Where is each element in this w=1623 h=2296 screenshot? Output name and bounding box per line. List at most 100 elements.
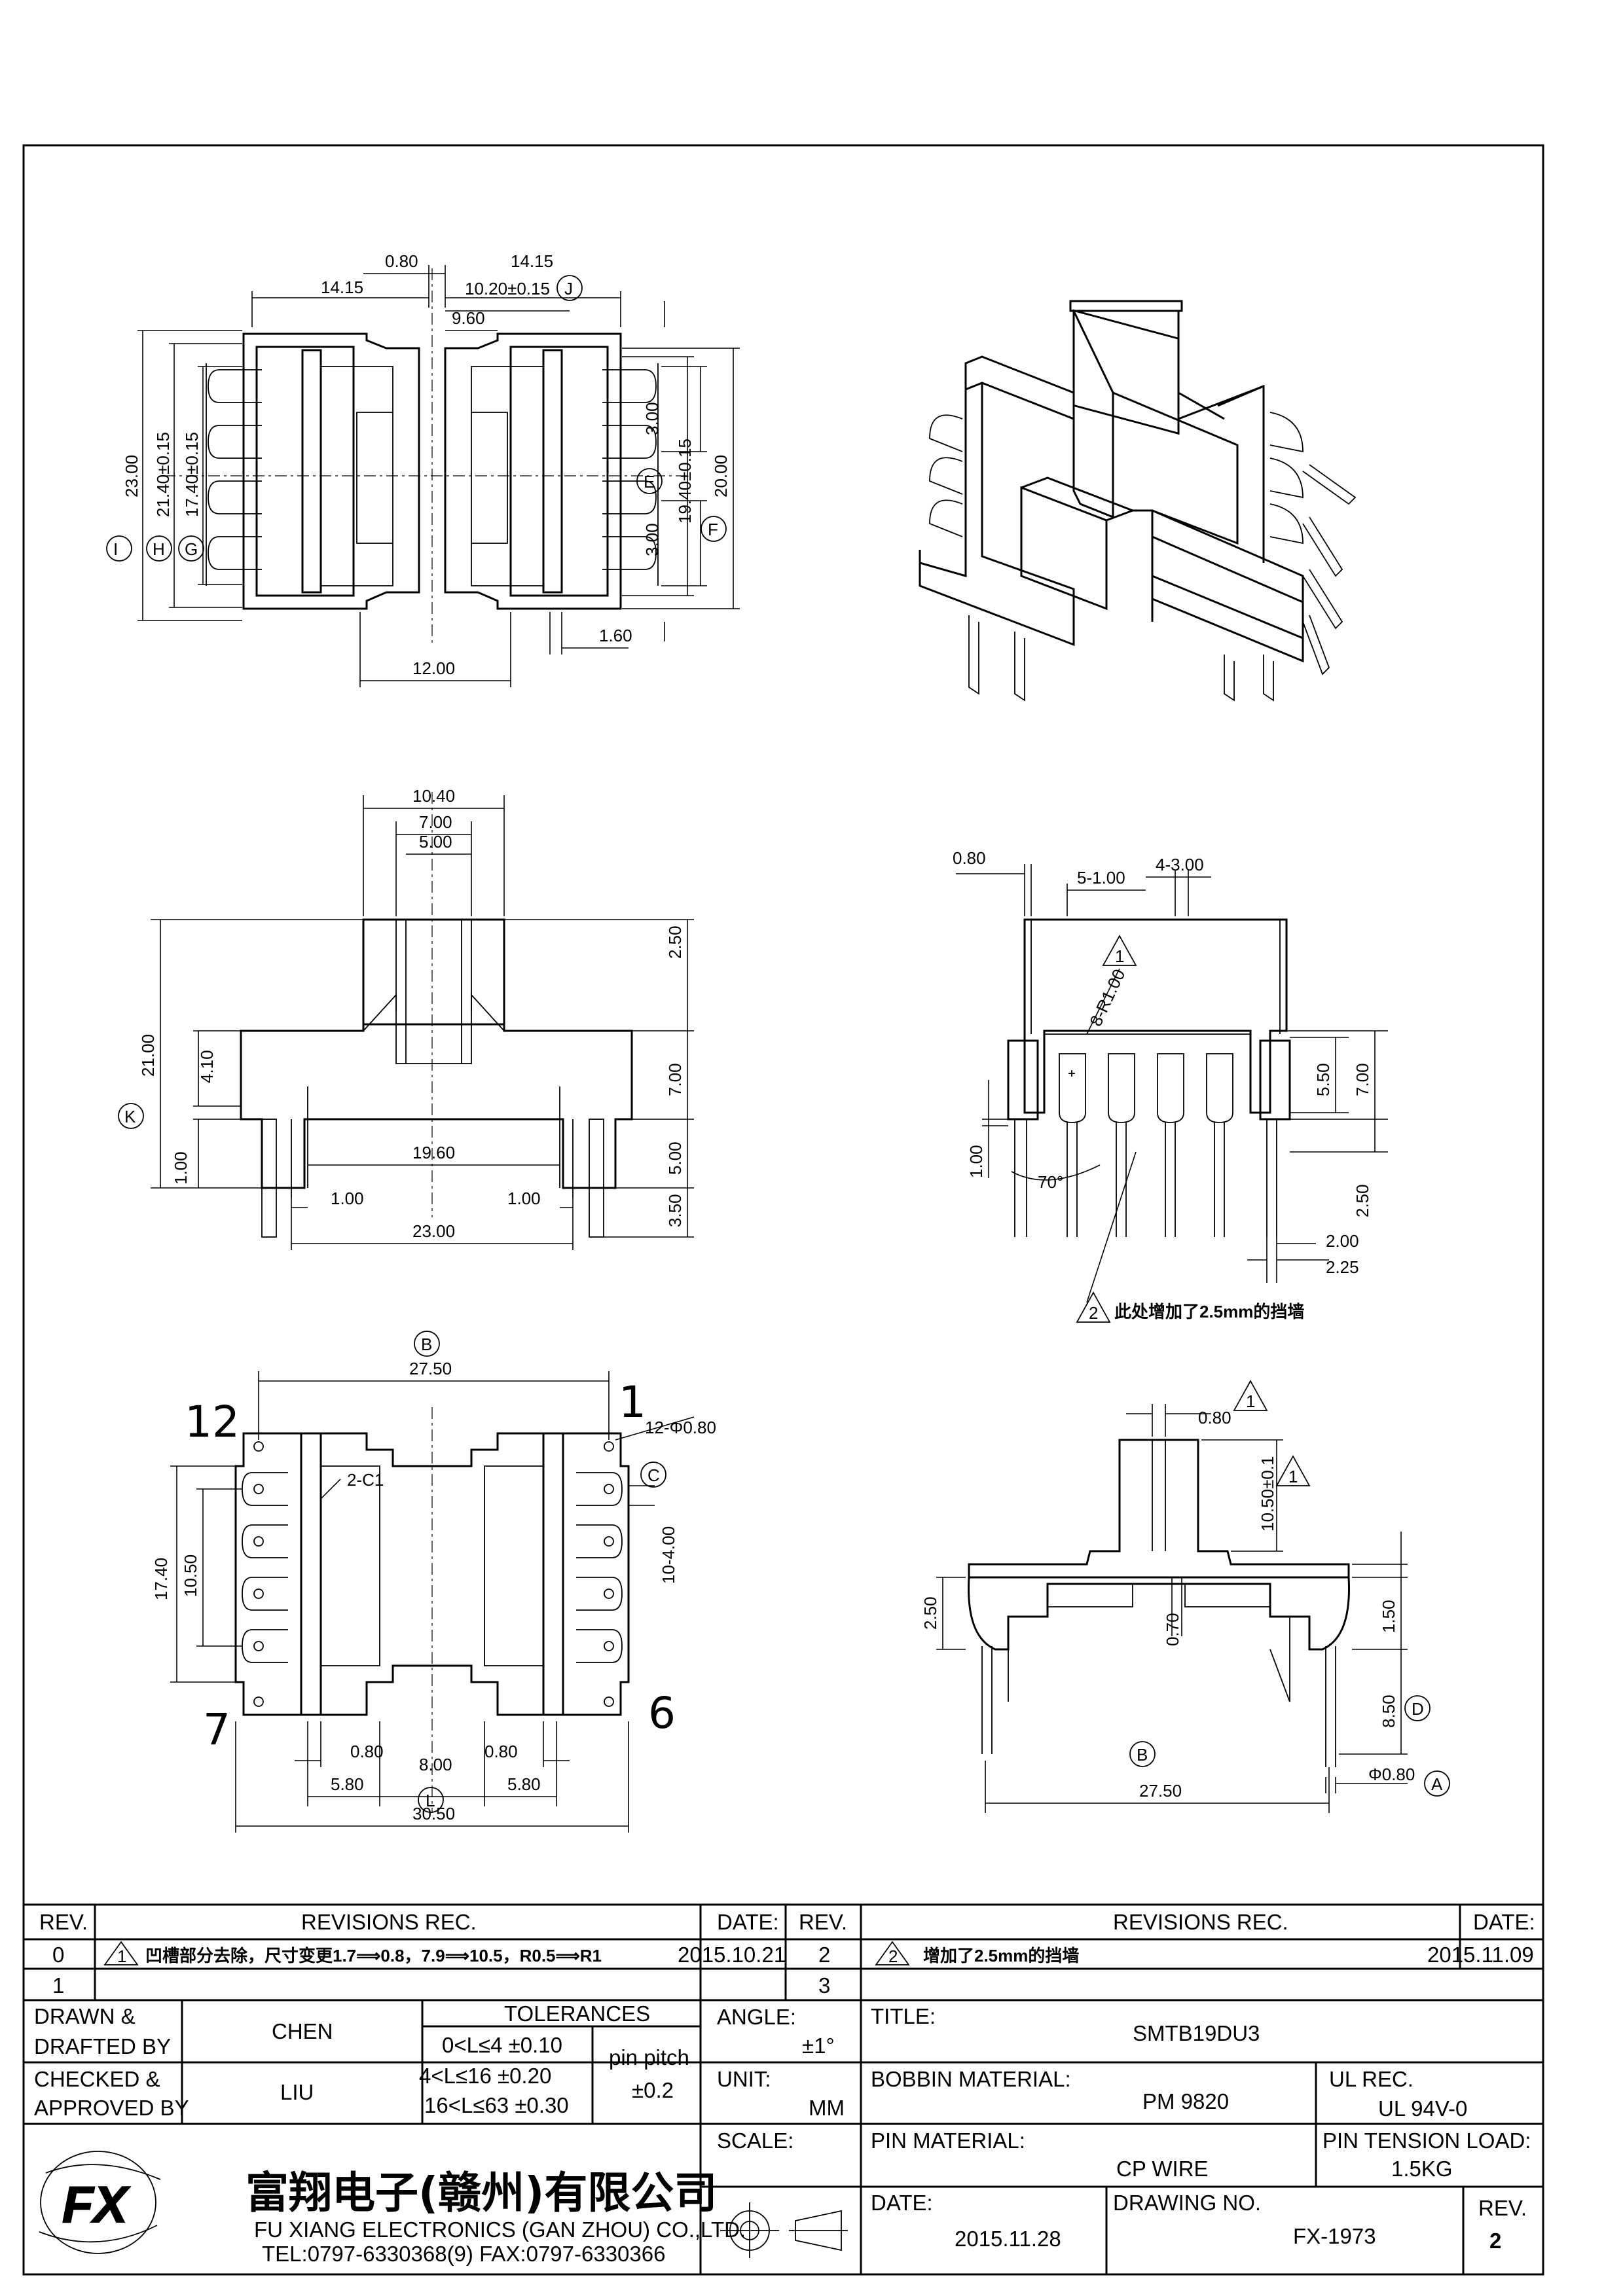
- dim-21.00: 21.00: [138, 1034, 158, 1077]
- dim-14.15-right: 14.15: [511, 251, 553, 271]
- rev-mark-1-section-b: 1: [1288, 1467, 1298, 1486]
- dim-0.80-top: 0.80: [385, 251, 418, 271]
- rev-mark-1-side: 1: [1115, 946, 1124, 966]
- title-block: REV. REVISIONS REC. DATE: REV. REVISIONS…: [24, 1903, 1543, 2274]
- tb-pin-pitch-label: pin pitch: [609, 2045, 689, 2070]
- dim-17.40: 17.40±0.15: [182, 432, 202, 517]
- dim-14.15-left: 14.15: [321, 278, 363, 297]
- tag-L: L: [426, 1791, 435, 1810]
- tb-tol1: 0<L≤4 ±0.10: [442, 2033, 562, 2057]
- dim-19.40: 19.40±0.15: [675, 439, 695, 524]
- dim-1.00-b: 1.00: [331, 1189, 364, 1208]
- dim-5.80-r: 5.80: [507, 1774, 541, 1794]
- tb-rev0-text: 凹槽部分去除，尺寸变更1.7⟹0.8，7.9⟹10.5，R0.5⟹R1: [145, 1946, 602, 1965]
- tb-scale-label: SCALE:: [717, 2128, 793, 2153]
- tag-B-bottom: B: [421, 1335, 432, 1354]
- pin-12: 12: [185, 1397, 240, 1447]
- tb-unit-value: MM: [809, 2096, 845, 2120]
- dim-17.40-bottom: 17.40: [151, 1558, 171, 1600]
- dim-10.40: 10.40: [412, 786, 455, 806]
- tag-G: G: [185, 539, 198, 559]
- company-logo: FX: [39, 2151, 161, 2254]
- dim-2.50-section: 2.50: [921, 1596, 940, 1630]
- tb-tolerances-label: TOLERANCES: [504, 2001, 650, 2026]
- dim-2.25: 2.25: [1326, 1257, 1359, 1277]
- dim-10-4.00: 10-4.00: [659, 1526, 678, 1584]
- dim-10.50-bottom: 10.50: [181, 1554, 200, 1597]
- dim-2-C1: 2-C1: [347, 1470, 384, 1490]
- dim-2.50-side: 2.50: [1353, 1184, 1372, 1217]
- dim-0.80-section: 0.80: [1198, 1408, 1231, 1427]
- tb-revisions-header-2: REVISIONS REC.: [1113, 1910, 1288, 1934]
- tb-date-label: DATE:: [871, 2191, 933, 2215]
- dim-phi0.80: Φ0.80: [1368, 1765, 1415, 1784]
- tag-A: A: [1431, 1774, 1443, 1794]
- tb-pin-pitch-value: ±0.2: [632, 2078, 674, 2102]
- tb-rev0-date: 2015.10.21: [678, 1943, 786, 1967]
- dim-2.00: 2.00: [1326, 1231, 1359, 1251]
- bottom-view: 27.50 12-Φ0.80 2-C1 17.40 10.50 10-4.00 …: [151, 1331, 716, 1833]
- company-name-cn: 富翔电子(赣州)有限公司: [246, 2168, 717, 2218]
- tb-checked-label-1: CHECKED &: [34, 2067, 160, 2091]
- tb-rev0: 0: [52, 1943, 64, 1967]
- tag-D: D: [1412, 1699, 1424, 1719]
- tag-J: J: [564, 279, 573, 298]
- dim-0.80-side: 0.80: [953, 848, 986, 868]
- tag-C: C: [647, 1465, 660, 1485]
- dim-27.50-bottom: 27.50: [409, 1359, 452, 1378]
- dim-7.00-side: 7.00: [1353, 1063, 1372, 1096]
- logo-text: FX: [62, 2176, 130, 2233]
- tb-drawn-label-1: DRAWN &: [34, 2004, 136, 2028]
- tb-date-header-2: DATE:: [1473, 1910, 1535, 1934]
- dim-21.40: 21.40±0.15: [153, 432, 173, 517]
- tb-rev0-mark: 1: [117, 1946, 126, 1966]
- company-tel-fax: TEL:0797-6330368(9) FAX:0797-6330366: [262, 2242, 665, 2266]
- tb-date-value: 2015.11.28: [955, 2227, 1061, 2251]
- dim-7.00-a: 7.00: [419, 812, 452, 832]
- dim-3.50: 3.50: [665, 1194, 685, 1227]
- dim-23.00-front: 23.00: [412, 1221, 455, 1241]
- dim-0.80-bottom-r: 0.80: [484, 1742, 518, 1761]
- tb-checked-label-2: APPROVED BY: [34, 2096, 189, 2120]
- dim-4.10: 4.10: [197, 1050, 217, 1083]
- tb-rev3: 3: [818, 1973, 830, 1998]
- tb-rev-value: 2: [1489, 2229, 1501, 2253]
- sheet-border: [22, 144, 1544, 2276]
- pin-1: 1: [619, 1377, 646, 1427]
- company-name-en: FU XIANG ELECTRONICS (GAN ZHOU) CO.,LTD.: [254, 2217, 746, 2242]
- dim-5.00-a: 5.00: [419, 832, 452, 852]
- tb-rev2-mark: 2: [888, 1946, 898, 1966]
- tb-bobbin-label: BOBBIN MATERIAL:: [871, 2067, 1071, 2091]
- tag-H: H: [153, 539, 165, 559]
- tb-checked-by: LIU: [280, 2080, 314, 2104]
- section-view: 0.80 10.50±0.1 2.50 0.70 1.50 8.50 27.50…: [921, 1380, 1450, 1813]
- dim-5.00-b: 5.00: [665, 1141, 685, 1175]
- tag-I: I: [113, 539, 118, 559]
- dim-70deg: 70°: [1038, 1172, 1063, 1192]
- tb-date-header: DATE:: [717, 1910, 779, 1934]
- tb-rev2-text: 增加了2.5mm的挡墙: [923, 1946, 1079, 1965]
- tb-bobbin-value: PM 9820: [1142, 2089, 1229, 2113]
- dim-2.50: 2.50: [665, 925, 685, 959]
- dim-4-3.00: 4-3.00: [1156, 855, 1204, 874]
- tb-rev2-date: 2015.11.09: [1427, 1943, 1534, 1967]
- dim-0.70: 0.70: [1163, 1613, 1182, 1646]
- dim-20.00: 20.00: [711, 455, 731, 497]
- tb-rev1: 1: [52, 1973, 64, 1998]
- isometric-view: [919, 300, 1357, 702]
- side-note: 此处增加了2.5mm的挡墙: [1114, 1302, 1304, 1321]
- tb-rev-header-2: REV.: [799, 1910, 847, 1934]
- tb-drawing-no-value: FX-1973: [1293, 2224, 1376, 2248]
- tb-pin-material-label: PIN MATERIAL:: [871, 2128, 1025, 2153]
- tb-angle-label: ANGLE:: [717, 2005, 796, 2029]
- top-view: 0.80 14.15 14.15 10.20±0.15 9.60 23.00 2…: [106, 251, 740, 687]
- tb-tol3: 16<L≤63 ±0.30: [424, 2093, 569, 2117]
- projection-symbol-icon: [720, 2202, 848, 2258]
- dim-3.00-b: 3.00: [642, 523, 662, 556]
- dim-5.50: 5.50: [1313, 1063, 1333, 1096]
- tb-angle-value: ±1°: [802, 2034, 835, 2058]
- dim-1.50: 1.50: [1379, 1600, 1398, 1633]
- tb-rev-header: REV.: [39, 1910, 88, 1934]
- dim-12.00: 12.00: [412, 658, 455, 678]
